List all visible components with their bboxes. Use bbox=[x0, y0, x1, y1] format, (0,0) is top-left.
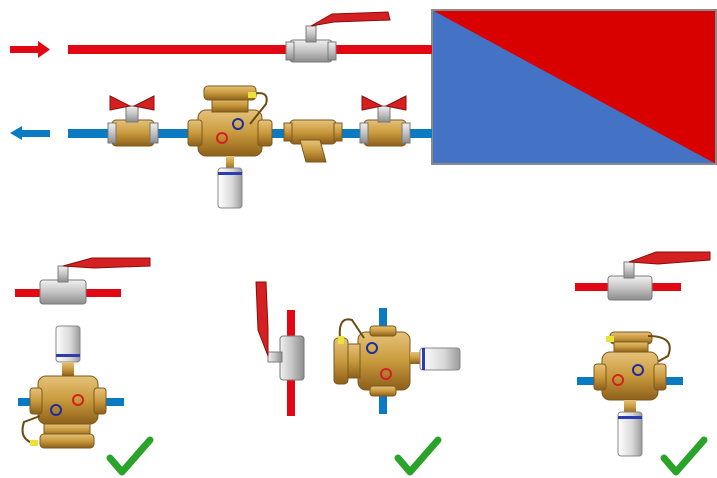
supply-arrow-shaft bbox=[10, 46, 38, 53]
supply-line bbox=[10, 12, 432, 62]
control-valve-left bbox=[23, 326, 107, 448]
arrow-left-icon bbox=[10, 126, 22, 140]
control-valve-main bbox=[188, 86, 272, 208]
return-ball-valve-left bbox=[108, 96, 158, 146]
layout-left bbox=[15, 258, 150, 472]
layout-right bbox=[575, 252, 710, 472]
return-arrow-shaft bbox=[22, 130, 50, 137]
checkmark-icon bbox=[398, 440, 438, 472]
control-valve-sideways bbox=[334, 319, 460, 396]
checkmark-icon bbox=[110, 440, 150, 472]
ball-valve-left bbox=[40, 258, 150, 304]
layout-middle bbox=[256, 282, 460, 472]
control-valve-right bbox=[594, 332, 670, 456]
return-ball-valve-right bbox=[360, 96, 410, 146]
supply-ball-valve bbox=[286, 12, 390, 62]
heat-exchanger-panel bbox=[432, 10, 716, 164]
ball-valve-vertical bbox=[256, 282, 304, 380]
ball-valve-right bbox=[608, 252, 710, 300]
return-line bbox=[10, 86, 432, 208]
checkmark-icon bbox=[664, 440, 704, 472]
supply-pipe bbox=[68, 45, 432, 54]
y-strainer bbox=[284, 120, 342, 162]
arrow-right-icon bbox=[38, 41, 50, 58]
valve-lever-red bbox=[311, 12, 390, 26]
